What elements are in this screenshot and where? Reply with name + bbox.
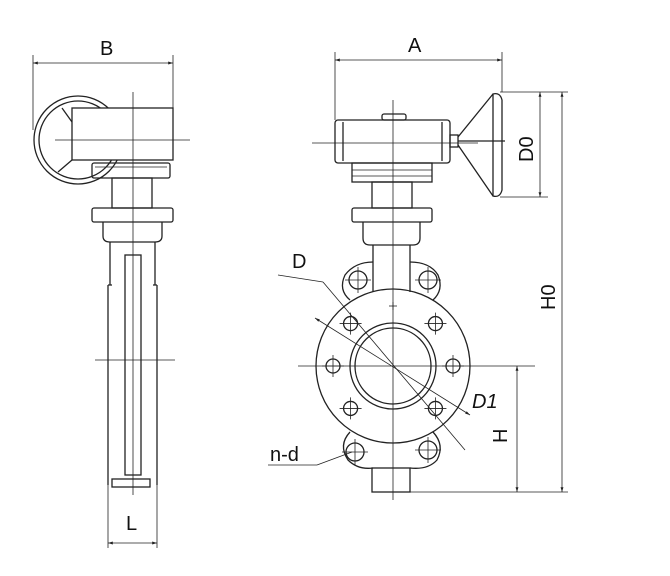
lug-hole <box>342 439 368 465</box>
bolt-hole <box>424 312 447 335</box>
label-D1: D1 <box>472 391 498 413</box>
label-n-d: n-d <box>270 444 299 466</box>
gearbox <box>334 119 451 164</box>
dimension-D0: D0 <box>500 91 568 198</box>
label-H0: H0 <box>538 284 560 310</box>
lug-hole <box>415 437 441 463</box>
gearbox <box>71 107 174 161</box>
lug-hole <box>415 267 441 293</box>
dimension-H: H <box>490 366 519 492</box>
label-B: B <box>100 38 113 60</box>
label-A: A <box>408 35 422 57</box>
dimension-B: B <box>32 38 174 130</box>
bolt-hole <box>424 397 447 420</box>
label-H: H <box>490 429 512 443</box>
dimension-H0: H0 <box>410 92 568 493</box>
side-view: B L <box>32 38 190 548</box>
lug-hole <box>345 267 371 293</box>
dimension-A: A <box>334 35 503 120</box>
handwheel <box>457 92 505 198</box>
label-D0: D0 <box>516 136 538 162</box>
label-D: D <box>292 251 306 273</box>
label-L: L <box>126 513 137 535</box>
dimension-L: L <box>107 485 158 548</box>
front-view: A D <box>268 35 568 500</box>
bolt-hole <box>339 397 362 420</box>
